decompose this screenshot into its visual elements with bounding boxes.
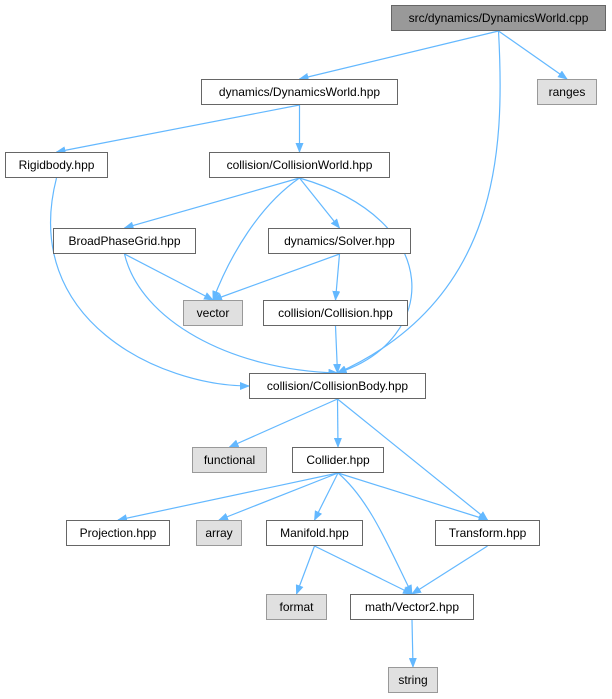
edge-manifold-to-vector2 [314, 545, 413, 595]
node-string: string [388, 667, 438, 693]
node-transform-hpp[interactable]: Transform.hpp [435, 520, 540, 546]
node-broadphasegrid-hpp[interactable]: BroadPhaseGrid.hpp [53, 228, 196, 254]
node-manifold-hpp[interactable]: Manifold.hpp [266, 520, 363, 546]
edge-collider-to-projection [117, 472, 339, 523]
edge-collisionbody-to-functional [228, 398, 338, 448]
edge-root-to-dynamicsworld_hpp [298, 30, 499, 81]
node-collision-collisionbody-hpp[interactable]: collision/CollisionBody.hpp [249, 373, 426, 399]
edge-collisionbody-to-transform [337, 398, 489, 521]
node-projection-hpp[interactable]: Projection.hpp [66, 520, 170, 546]
edge-rigidbody-to-collisionbody [50, 177, 250, 390]
edge-dynamicsworld_hpp-to-rigidbody [55, 104, 300, 155]
edge-collisionworld-to-broadphase [123, 177, 300, 230]
node-math-vector2-hpp[interactable]: math/Vector2.hpp [350, 594, 474, 620]
node-dynamics-dynamicsworld-hpp[interactable]: dynamics/DynamicsWorld.hpp [201, 79, 398, 105]
node-vector: vector [183, 300, 243, 326]
node-dynamics-solver-hpp[interactable]: dynamics/Solver.hpp [268, 228, 411, 254]
edge-solver-to-vector [212, 253, 340, 301]
edge-collisionbody-to-collider [333, 398, 342, 448]
node-format: format [266, 594, 327, 620]
edge-collider-to-array [218, 472, 339, 521]
edge-collisionworld-to-vector [212, 177, 300, 301]
edge-collisionworld-to-solver [299, 177, 341, 229]
edge-solver-to-collision_hpp [332, 253, 341, 301]
node-ranges: ranges [537, 79, 597, 105]
edge-manifold-to-format [295, 545, 316, 595]
edge-root-to-collisionbody [336, 30, 501, 374]
edge-collider-to-vector2 [337, 472, 413, 595]
node-collision-collision-hpp[interactable]: collision/Collision.hpp [263, 300, 408, 326]
edge-vector2-to-string [408, 619, 417, 668]
edge-collision_hpp-to-collisionbody [333, 325, 342, 374]
edge-broadphase-to-collisionbody [123, 253, 339, 377]
edge-root-to-ranges [498, 30, 568, 80]
node-collider-hpp[interactable]: Collider.hpp [292, 447, 384, 473]
node-functional: functional [192, 447, 267, 473]
node-src-dynamics-dynamicsworld-cpp: src/dynamics/DynamicsWorld.cpp [391, 5, 606, 31]
node-collision-collisionworld-hpp[interactable]: collision/CollisionWorld.hpp [209, 152, 390, 178]
edge-collider-to-manifold [313, 472, 339, 521]
edge-collisionworld-to-collisionbody [299, 177, 413, 375]
node-array: array [196, 520, 242, 546]
edge-transform-to-vector2 [411, 545, 488, 595]
edge-broadphase-to-vector [124, 253, 214, 301]
edge-collider-to-transform [337, 472, 489, 522]
node-rigidbody-hpp[interactable]: Rigidbody.hpp [5, 152, 108, 178]
